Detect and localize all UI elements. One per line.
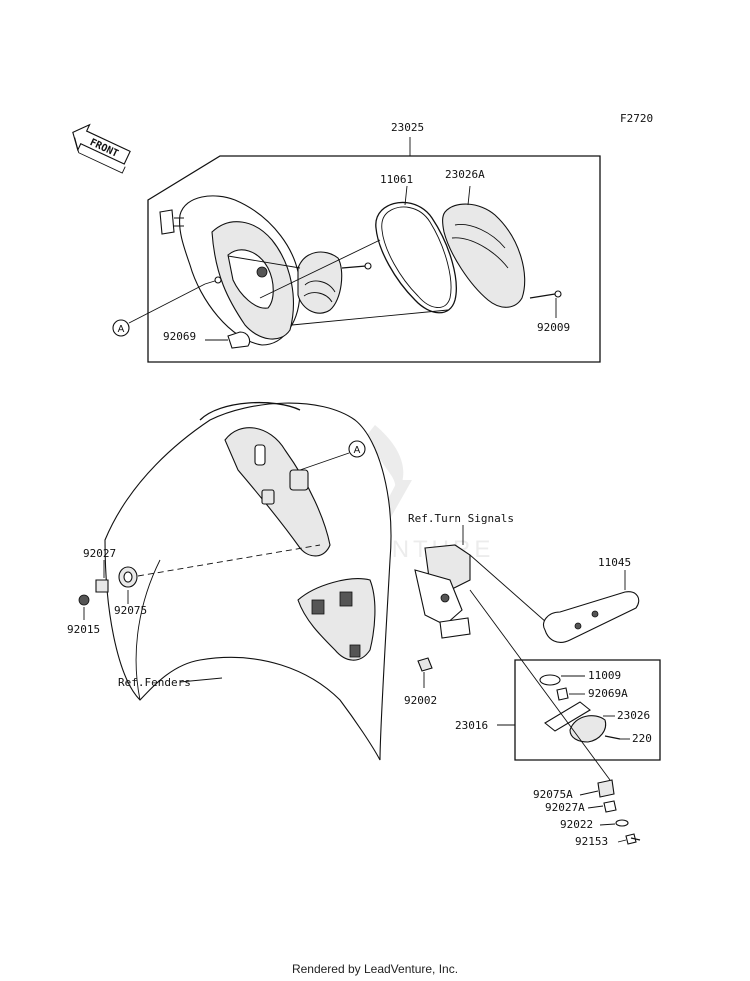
part-92069-label: 92069: [163, 330, 196, 343]
bulb-92069A: 92069A: [556, 687, 628, 701]
ref-fenders-label: Ref.Fenders: [118, 676, 191, 689]
lamp-23026: 23026: [544, 701, 650, 743]
part-92069A-label: 92069A: [588, 687, 628, 700]
ref-a-fender: A: [299, 440, 366, 471]
ref-fenders: Ref.Fenders: [118, 676, 223, 689]
part-23016-label: 23016: [455, 719, 488, 732]
reflector-part: [297, 251, 343, 314]
bulb-92069: 92069: [163, 330, 251, 349]
part-92027A-label: 92027A: [545, 801, 585, 814]
part-92002-label: 92002: [404, 694, 437, 707]
gasket-11009: 11009: [539, 669, 621, 686]
diagram-code: F2720: [620, 112, 653, 125]
screw-small-top: [341, 262, 372, 270]
lens-23026A: 23026A: [442, 168, 526, 308]
screw-220: 220: [604, 732, 652, 745]
rear-fender: [104, 402, 392, 761]
part-92015-label: 92015: [67, 623, 100, 636]
part-220-label: 220: [632, 732, 652, 745]
part-23026A-label: 23026A: [445, 168, 485, 181]
part-92075-label: 92075: [114, 604, 147, 617]
part-92075A-label: 92075A: [533, 788, 573, 801]
part-92027-label: 92027: [83, 547, 116, 560]
grommet-92075: 92075: [114, 566, 147, 617]
ref-a-fender-label: A: [354, 445, 361, 456]
part-11045-label: 11045: [598, 556, 631, 569]
part-11009-label: 11009: [588, 669, 621, 682]
tail-lamp-housing: [159, 195, 301, 346]
ref-a-top: A: [112, 283, 206, 337]
part-92009-label: 92009: [537, 321, 570, 334]
part-11061-label: 11061: [380, 173, 413, 186]
screw-92009: 92009: [529, 290, 570, 334]
part-92022-label: 92022: [560, 818, 593, 831]
damper-92002: 92002: [404, 657, 437, 707]
footer-text: Rendered by LeadVenture, Inc.: [291, 962, 459, 976]
collar-92027: 92027: [83, 547, 116, 593]
nut-92015: 92015: [67, 594, 100, 636]
plate-holder-11045: 11045: [542, 556, 640, 643]
grommet-92075A: 92075A: [533, 779, 615, 801]
ref-a-top-label: A: [118, 324, 125, 335]
washer-92022: 92022: [560, 818, 629, 831]
ref-turn-signals-label: Ref.Turn Signals: [408, 512, 514, 525]
license-lamp-box: 23016: [455, 659, 661, 761]
ref-turn-signals: Ref.Turn Signals: [408, 512, 514, 545]
gasket-11061: 11061: [375, 173, 457, 314]
front-arrow-icon: FRONT: [72, 123, 131, 174]
tail-lamp-assembly-box: 23025: [147, 121, 601, 363]
part-23025-label: 23025: [391, 121, 424, 134]
collar-92027A: 92027A: [545, 800, 617, 814]
part-92153-label: 92153: [575, 835, 608, 848]
bolt-92153: 92153: [575, 833, 641, 848]
part-23026-label: 23026: [617, 709, 650, 722]
license-bracket: [414, 544, 556, 639]
